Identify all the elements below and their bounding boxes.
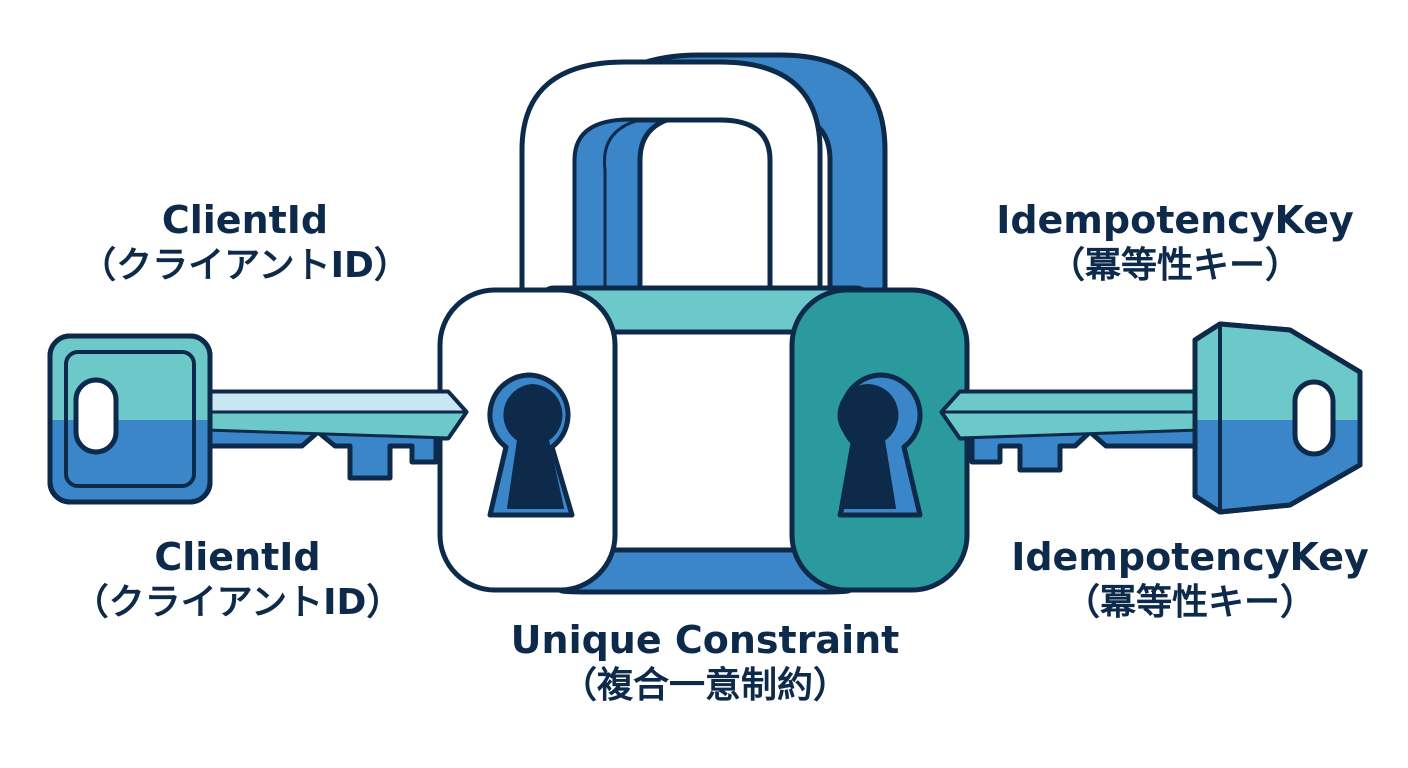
idempotency-key-label-bottom: IdempotencyKey （冪等性キー） <box>1000 535 1380 624</box>
client-id-label-en: ClientId <box>161 198 329 242</box>
client-id-label-en: ClientId <box>154 535 321 579</box>
left-keyhole-icon <box>487 372 575 518</box>
idempotency-key-label-jp: （冪等性キー） <box>1048 244 1301 286</box>
right-keyhole-icon <box>837 372 923 518</box>
idempotency-key-label-en: IdempotencyKey <box>1011 535 1369 579</box>
client-id-label-bottom: ClientId （クライアントID） <box>60 535 415 624</box>
idempotency-key-label-jp: （冪等性キー） <box>1063 581 1316 623</box>
left-key-icon <box>47 333 469 505</box>
client-id-label-jp: （クライアントID） <box>80 244 410 286</box>
client-id-label-top: ClientId （クライアントID） <box>75 198 415 287</box>
idempotency-key-label-en: IdempotencyKey <box>996 198 1354 242</box>
idempotency-key-label-top: IdempotencyKey （冪等性キー） <box>985 198 1365 287</box>
unique-constraint-label: Unique Constraint （複合一意制約） <box>480 618 930 707</box>
right-key-icon <box>939 321 1363 515</box>
unique-constraint-label-en: Unique Constraint <box>510 618 900 662</box>
client-id-label-jp: （クライアントID） <box>72 581 403 623</box>
padlock-shackle <box>519 52 888 303</box>
unique-constraint-label-jp: （複合一意制約） <box>560 664 849 706</box>
